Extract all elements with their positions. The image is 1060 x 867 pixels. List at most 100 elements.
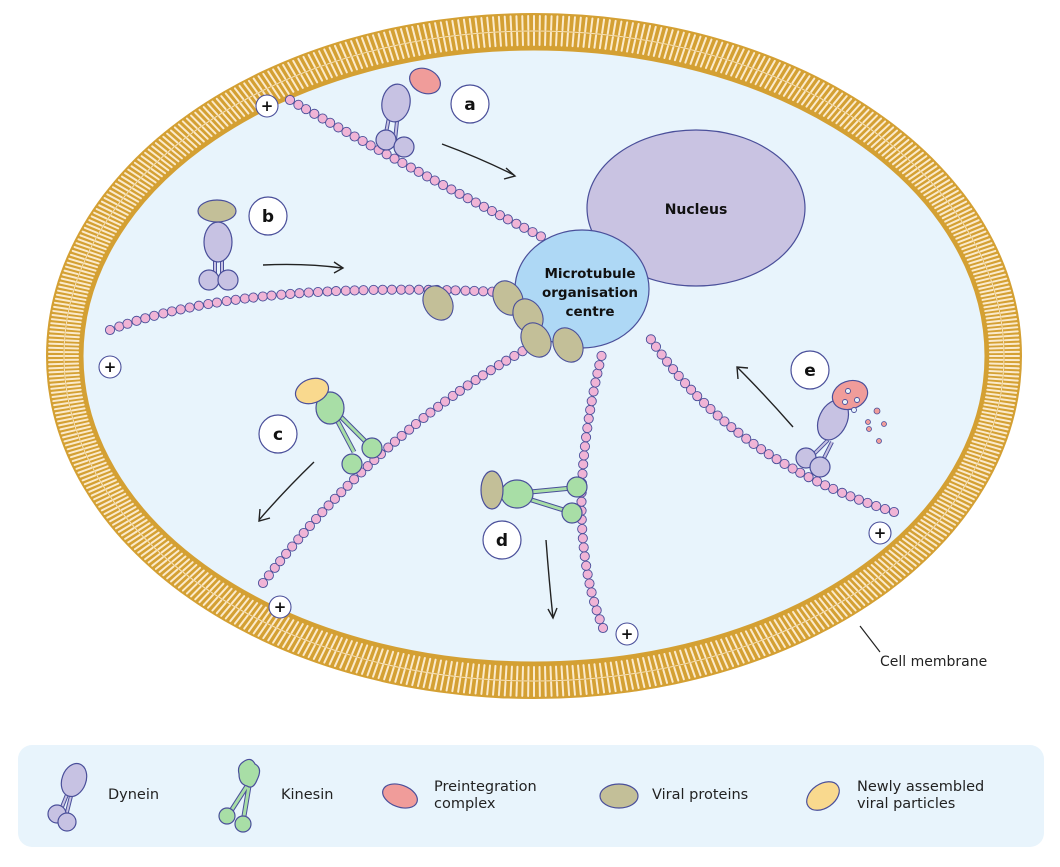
- mtoc-label-line2: organisation: [542, 285, 638, 301]
- lipid: [801, 606, 811, 619]
- lipid: [361, 37, 368, 52]
- lipid: [173, 126, 186, 138]
- lipid: [955, 472, 969, 479]
- lipid: [383, 665, 390, 681]
- lipid: [295, 623, 304, 636]
- mtoc-label-line1: Microtubule: [544, 266, 635, 282]
- tubulin-bead: [493, 360, 504, 371]
- lipid: [186, 564, 198, 575]
- tubulin-bead: [281, 548, 292, 559]
- lipid: [215, 601, 227, 615]
- lipid: [980, 292, 995, 298]
- lipid: [431, 39, 437, 54]
- tubulin-bead: [583, 413, 594, 424]
- lipid: [878, 123, 891, 135]
- lipid: [151, 145, 164, 156]
- tubulin-bead: [362, 461, 373, 472]
- lipid: [126, 194, 140, 203]
- lipid: [300, 624, 309, 638]
- lipid: [730, 635, 738, 649]
- lipid: [754, 626, 763, 640]
- lipid: [768, 621, 778, 634]
- lipid: [90, 488, 106, 497]
- lipid: [90, 215, 106, 224]
- tubulin-bead: [486, 205, 497, 217]
- lipid: [636, 39, 642, 55]
- lipid: [218, 115, 229, 127]
- lipid: [566, 665, 569, 680]
- lipid: [772, 61, 781, 76]
- lipid: [92, 243, 107, 251]
- lipid: [928, 194, 942, 203]
- lipid: [262, 72, 272, 87]
- lipid: [257, 75, 268, 89]
- tubulin-bead: [462, 193, 473, 204]
- lipid: [399, 653, 405, 667]
- lipid: [49, 378, 65, 382]
- lipid: [52, 309, 68, 314]
- tubulin-bead: [462, 380, 473, 391]
- lipid: [388, 30, 395, 46]
- lipid: [173, 574, 186, 586]
- lipid: [985, 316, 1001, 320]
- lipid: [162, 135, 175, 147]
- tubulin-bead: [779, 458, 790, 469]
- nucleus: [586, 129, 806, 287]
- lipid: [997, 297, 1014, 303]
- tubulin-bead: [656, 349, 667, 360]
- lipid: [866, 134, 879, 146]
- lipid: [361, 644, 369, 659]
- lipid: [946, 486, 960, 494]
- lipid: [247, 619, 258, 633]
- lipid: [372, 51, 379, 65]
- lipid: [998, 301, 1015, 306]
- plus-symbol: +: [621, 625, 634, 643]
- tubulin-bead: [433, 401, 444, 412]
- lipid: [911, 174, 924, 184]
- lipid: [492, 16, 496, 32]
- lipid: [843, 118, 855, 130]
- lipid: [474, 679, 479, 695]
- lipid: [244, 599, 254, 612]
- lipid: [988, 339, 1003, 342]
- tubulin-bead: [733, 427, 744, 438]
- legend-label-viral-particles: Newly assembled viral particles: [857, 778, 985, 812]
- lipid: [58, 285, 74, 291]
- tubulin-bead: [386, 284, 397, 295]
- lipid: [823, 87, 835, 100]
- lipid: [889, 132, 902, 144]
- lipid: [189, 134, 202, 146]
- lipid: [89, 251, 104, 258]
- lipid: [694, 661, 702, 677]
- tubulin-bead: [820, 480, 831, 491]
- lipid: [623, 675, 629, 691]
- lipid: [975, 467, 991, 474]
- lipid: [434, 674, 439, 690]
- lipid: [845, 599, 857, 612]
- lipid: [193, 131, 205, 143]
- lipid: [431, 658, 437, 673]
- lipid: [451, 19, 456, 36]
- lipid: [510, 31, 513, 47]
- lipid: [267, 628, 277, 642]
- lipid: [158, 562, 171, 574]
- viral-proteins-icon: [599, 783, 639, 809]
- lipid: [339, 654, 347, 669]
- lipid: [721, 43, 729, 58]
- tubulin-bead: [365, 140, 376, 151]
- tubulin-bead: [284, 94, 296, 106]
- lipid: [923, 187, 936, 197]
- lipid: [629, 22, 634, 38]
- kinesin-motor-d: [480, 470, 588, 524]
- callout-line: [859, 625, 881, 653]
- lipid: [986, 319, 1001, 324]
- lipid: [437, 38, 442, 53]
- lipid: [178, 558, 191, 569]
- tubulin-bead: [591, 605, 602, 616]
- lipid: [858, 591, 870, 604]
- plus-end-marker: +: [268, 595, 292, 619]
- step-letter: e: [804, 361, 816, 381]
- lipid: [694, 35, 702, 51]
- lipid: [257, 606, 267, 619]
